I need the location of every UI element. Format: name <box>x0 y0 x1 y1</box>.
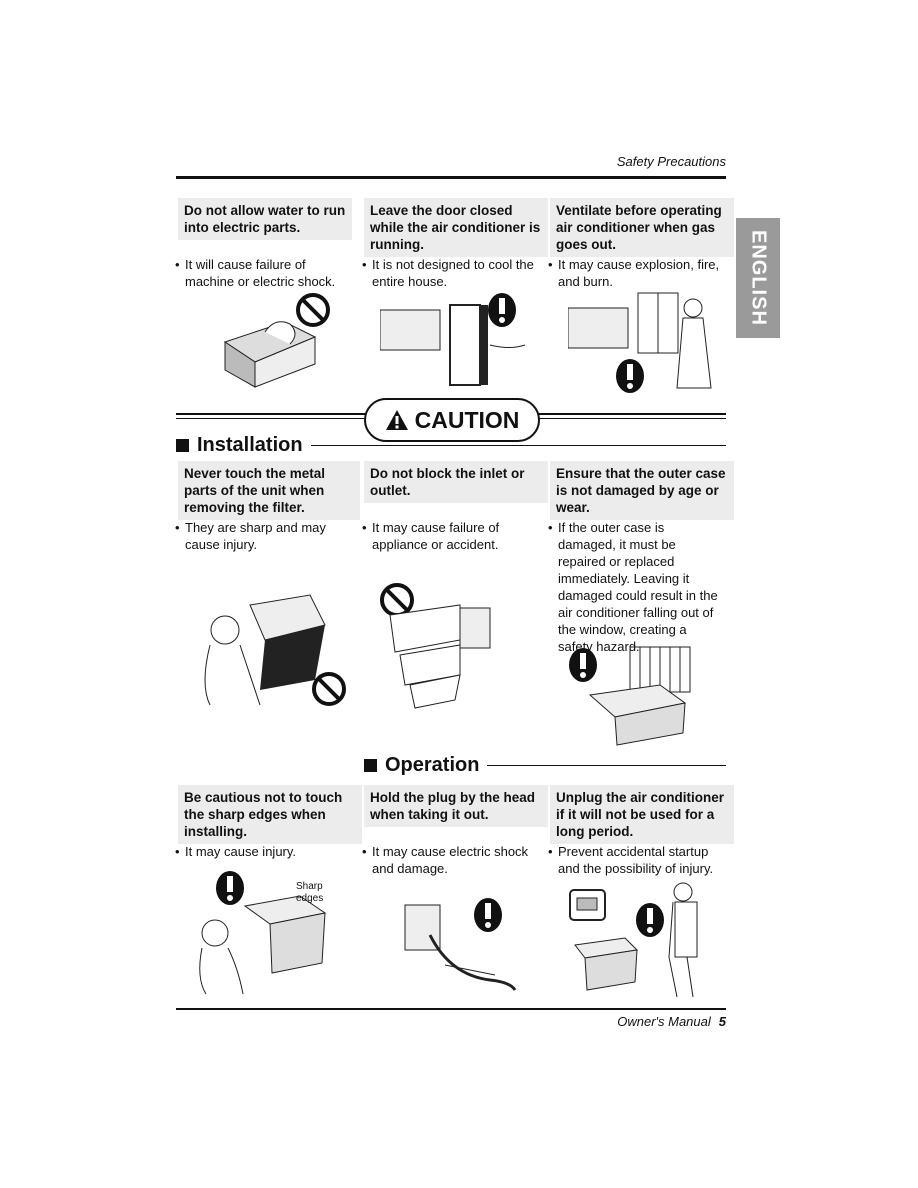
page-header-title: Safety Precautions <box>616 154 726 169</box>
operation-bullet-1: •It may cause injury. <box>175 844 297 859</box>
language-tab-label: ENGLISH <box>747 230 770 326</box>
warning-heading-1: Do not allow water to run into electric … <box>178 198 352 240</box>
installation-bullet-1: •They are sharp and may cause injury. <box>175 520 326 552</box>
operation-bullet-2: •It may cause electric shock and damage. <box>362 844 529 876</box>
ventilate-gas-illustration <box>568 292 712 393</box>
installation-bullet-3: •If the outer case is damaged, it must b… <box>548 520 718 654</box>
warning-heading-3: Ventilate before operating air condition… <box>550 198 734 257</box>
operation-heading-3: Unplug the air conditioner if it will no… <box>550 785 734 844</box>
installation-heading-1: Never touch the metal parts of the unit … <box>178 461 360 520</box>
warning-bullet-2: •It is not designed to cool the entire h… <box>362 257 534 289</box>
installation-bullet-2: •It may cause failure of appliance or ac… <box>362 520 500 552</box>
warning-bullet-3: •It may cause explosion, fire, and burn. <box>548 257 720 289</box>
damaged-case-illustration <box>569 646 691 746</box>
language-tab: ENGLISH <box>736 218 780 338</box>
installation-heading-2: Do not block the inlet or outlet. <box>364 461 548 503</box>
unplug-long-period-illustration <box>569 882 698 998</box>
operation-bullet-3: •Prevent accidental startup and the poss… <box>548 844 714 876</box>
prohibited-icon <box>312 672 346 706</box>
caution-rule-right-1 <box>534 413 726 415</box>
caution-rule-right-2 <box>534 418 726 419</box>
page-number: 5 <box>718 1014 726 1029</box>
warning-bullet-1: •It will cause failure of machine or ele… <box>175 257 336 289</box>
caution-banner: CAUTION <box>364 398 540 442</box>
water-electric-illustration <box>223 293 330 388</box>
sharp-edges-illustration <box>199 871 327 995</box>
installation-section-title: Installation <box>176 434 726 457</box>
operation-heading-1: Be cautious not to touch the sharp edges… <box>178 785 362 844</box>
header-rule <box>176 176 726 179</box>
blocked-inlet-illustration <box>380 583 491 709</box>
door-closed-illustration <box>380 293 526 386</box>
plug-head-illustration <box>404 898 517 991</box>
page-footer: Owner's Manual 5 <box>560 1014 726 1029</box>
caution-rule-left-1 <box>176 413 366 415</box>
operation-heading-2: Hold the plug by the head when taking it… <box>364 785 548 827</box>
caution-label: CAUTION <box>414 406 520 433</box>
operation-section-title: Operation <box>364 754 726 777</box>
caution-rule-left-2 <box>176 418 366 419</box>
sharp-edges-label: Sharp edges <box>296 881 324 904</box>
warning-heading-2: Leave the door closed while the air cond… <box>364 198 548 257</box>
footer-rule <box>176 1008 726 1010</box>
metal-parts-filter-illustration <box>204 594 346 706</box>
prohibited-icon <box>296 293 330 327</box>
warning-triangle-icon <box>385 410 408 430</box>
footer-label: Owner's Manual <box>617 1014 711 1029</box>
installation-heading-3: Ensure that the outer case is not damage… <box>550 461 734 520</box>
